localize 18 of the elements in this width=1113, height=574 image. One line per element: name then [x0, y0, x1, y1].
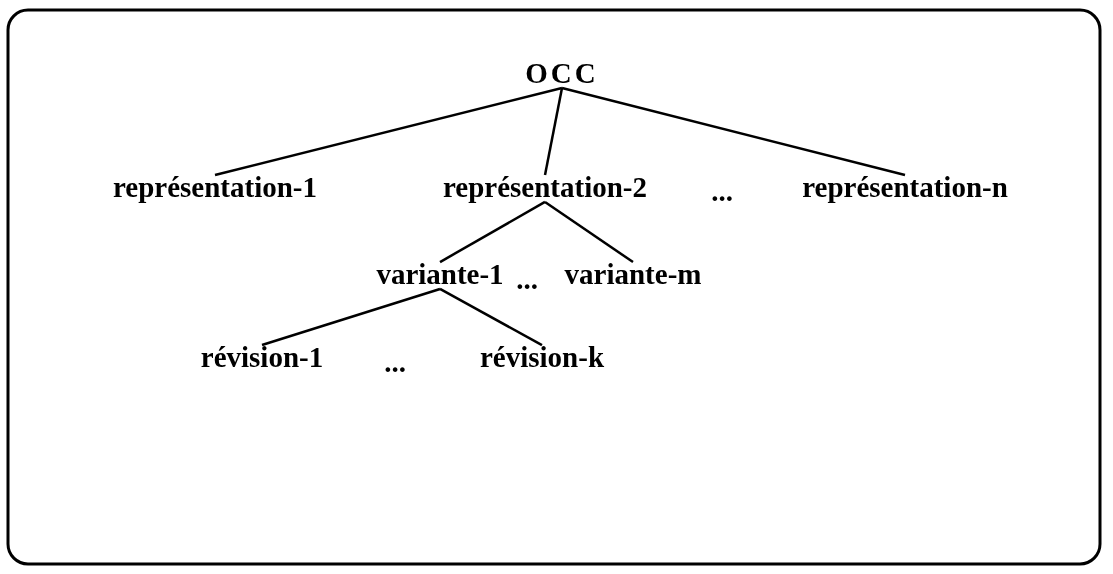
connector-line [561, 86, 906, 177]
ellipsis-label: ... [711, 176, 733, 208]
node-label: représentation-1 [113, 172, 317, 204]
ellipsis-label: ... [384, 347, 406, 379]
node-label: OCC [525, 58, 599, 90]
connector-line [439, 200, 546, 264]
node-label: variante-1 [376, 259, 504, 291]
node-label: représentation-2 [443, 172, 647, 204]
connector-line [544, 200, 634, 264]
connector-line [543, 87, 564, 176]
ellipsis-label: ... [516, 264, 538, 296]
connector-line [261, 287, 441, 347]
connector-line [439, 287, 543, 347]
node-label: variante-m [564, 259, 702, 291]
node-label: révision-k [479, 342, 605, 374]
connector-line [214, 86, 563, 177]
node-label: représentation-n [802, 172, 1008, 204]
node-label: révision-1 [200, 342, 324, 374]
